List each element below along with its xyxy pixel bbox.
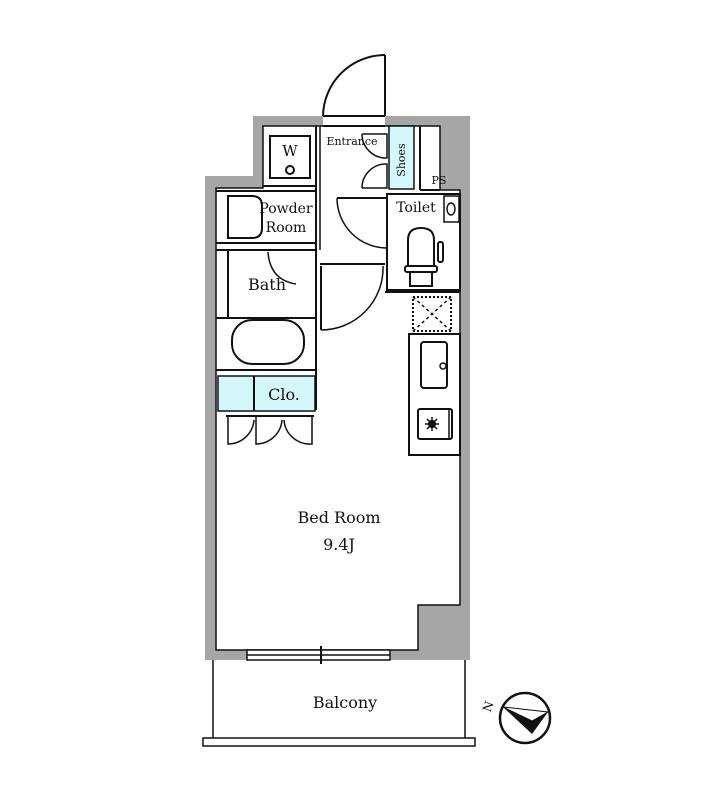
stove-icon: [417, 408, 453, 440]
closet-label: Clo.: [268, 385, 300, 404]
balcony-window[interactable]: [246, 646, 391, 664]
bedroom-size: 9.4J: [323, 535, 355, 554]
closet: [217, 375, 316, 412]
kitchen-counter: [408, 333, 461, 456]
closet-doors[interactable]: [227, 416, 313, 445]
room-door[interactable]: [320, 265, 384, 331]
toilet-door[interactable]: [336, 197, 388, 249]
powder-room-label: Powder: [259, 201, 313, 217]
bathtub-icon: [231, 319, 305, 365]
washer-label: W: [282, 142, 298, 160]
bath-label: Bath: [248, 275, 286, 294]
entrance-label: Entrance: [326, 135, 377, 148]
balcony: Balcony: [202, 660, 476, 747]
entrance-opening: [323, 114, 385, 127]
compass-icon: N: [480, 691, 552, 745]
bedroom-label: Bed Room: [297, 508, 380, 527]
washer-space: W: [269, 135, 311, 179]
north-label: N: [480, 699, 497, 714]
washbasin-icon: [227, 195, 263, 239]
shoe-storage: [388, 125, 415, 190]
refrigerator-space: [412, 296, 452, 332]
toilet-label: Toilet: [396, 200, 436, 216]
ps-label: PS: [432, 174, 447, 187]
hand-basin-icon: [446, 202, 456, 216]
powder-room-label-2: Room: [266, 220, 307, 236]
kitchen-sink-icon: [420, 341, 448, 389]
entrance-door[interactable]: [322, 54, 386, 117]
interior-floor: [215, 125, 461, 651]
toilet-icon: [404, 226, 444, 287]
shoes-label: Shoes: [395, 143, 408, 177]
balcony-label: Balcony: [313, 693, 377, 712]
